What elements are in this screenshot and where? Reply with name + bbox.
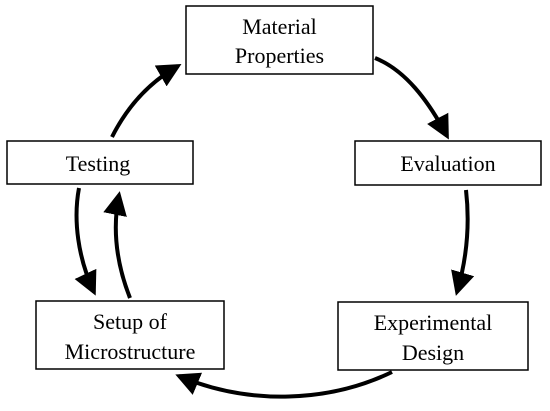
node-experimental-design: Experimental Design — [337, 301, 529, 371]
arrow-testing-to-material-properties — [110, 64, 182, 138]
node-setup-of-microstructure-line1: Setup of — [93, 309, 168, 334]
node-experimental-design-line1: Experimental — [374, 310, 493, 335]
node-setup-of-microstructure: Setup of Microstructure — [35, 300, 225, 370]
node-experimental-design-line2: Design — [402, 340, 464, 365]
node-evaluation: Evaluation — [354, 140, 542, 186]
node-material-properties-line1: Material — [242, 14, 317, 39]
node-setup-of-microstructure-line2: Microstructure — [65, 339, 196, 364]
arrow-material-properties-to-evaluation — [374, 56, 449, 140]
arrow-setup-of-microstructure-to-testing — [103, 191, 132, 299]
node-evaluation-label: Evaluation — [400, 151, 495, 176]
arrow-experimental-design-to-setup-of-microstructure — [175, 370, 393, 399]
node-testing-label: Testing — [66, 151, 130, 176]
arrow-evaluation-to-experimental-design — [451, 189, 475, 296]
arrow-testing-to-setup-of-microstructure — [74, 187, 97, 296]
node-material-properties-line2: Properties — [235, 43, 324, 68]
node-material-properties: Material Properties — [185, 5, 374, 75]
node-testing: Testing — [6, 140, 194, 185]
